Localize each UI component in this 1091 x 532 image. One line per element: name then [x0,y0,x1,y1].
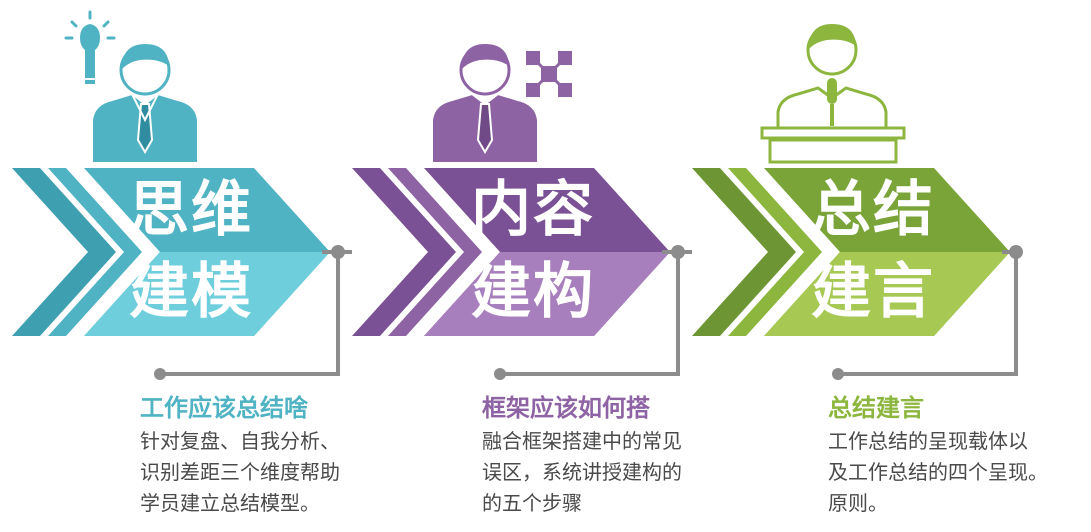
junction-dot-2 [671,245,685,259]
description-line: 工作总结的呈现载体以 [828,429,1028,453]
person-collar [131,93,159,123]
description-line: 及工作总结的四个呈现。 [828,460,1048,484]
person-hair [808,24,856,50]
stage-1-chevron [12,168,330,336]
stage-3-title-line1: 总结 [811,175,935,245]
stage-2-chevron [352,168,670,336]
stage-3-chevron [692,168,1010,336]
junction-dot-1 [331,245,345,259]
stage-1-title-line2: 建模 [129,257,253,327]
person-tie [476,103,494,154]
network-nodes-icon [526,51,572,97]
end-dot-2 [494,368,506,380]
description-line: 误区，系统讲授建构的 [482,460,682,484]
stage-3-description: 工作总结的呈现载体以 及工作总结的四个呈现。 原则。 [828,426,1048,519]
person-hair [461,44,509,70]
description-line: 识别差距三个维度帮助 [140,460,340,484]
stage-1-title-line1: 思维 [129,175,253,245]
person-tie [136,103,154,154]
leader-line-3 [838,252,1018,376]
stage-1-description: 针对复盘、自我分析、 识别差距三个维度帮助 学员建立总结模型。 [140,426,340,519]
junction-dot-3 [1009,245,1023,259]
connector-dots [154,245,1023,380]
person-hair [121,44,169,70]
stage-1-figure [91,44,199,164]
description-line: 学员建立总结模型。 [140,491,320,515]
stage-2-description: 融合框架搭建中的常见 误区，系统讲授建构的 的五个步骤 [482,426,682,519]
podium-icon [760,126,906,164]
end-dot-1 [154,368,166,380]
stage-2-title-line1: 内容 [471,175,595,245]
stage-2-figure [431,44,539,164]
stage-3-heading: 总结建言 [828,394,924,422]
description-line: 融合框架搭建中的常见 [482,429,682,453]
end-dot-3 [832,368,844,380]
stage-3-title-line2: 建言 [811,257,935,327]
leader-line-1 [160,252,340,376]
leader-line-2 [500,252,680,376]
description-line: 的五个步骤 [482,491,582,515]
stage-1-heading: 工作应该总结啥 [140,394,308,422]
description-line: 针对复盘、自我分析、 [140,429,340,453]
lightbulb-icon [64,10,116,84]
microphone-icon [827,78,837,126]
stage-2-title-line2: 建构 [471,257,595,327]
description-line: 原则。 [828,491,888,515]
stage-2-heading: 框架应该如何搭 [482,394,650,422]
